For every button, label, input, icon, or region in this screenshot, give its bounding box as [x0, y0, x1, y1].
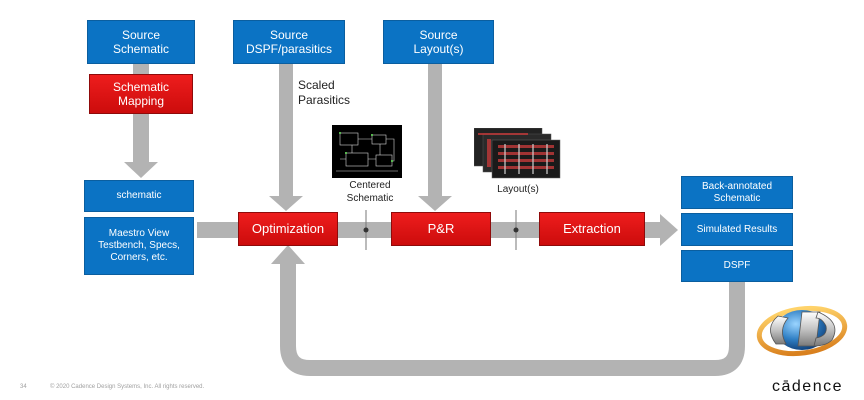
arrow-dspf-to-optimization — [269, 64, 303, 211]
layout-stack-drawing — [473, 127, 561, 179]
source-dspf-box: Source DSPF/parasitics — [233, 20, 345, 64]
schematic-mapping-box: Schematic Mapping — [89, 74, 193, 114]
cadence-wordmark: cādence — [772, 378, 843, 395]
arrow-maestro-to-optimization — [197, 222, 239, 238]
layouts-thumbnail — [473, 127, 564, 182]
simulated-results-box: Simulated Results — [681, 213, 793, 246]
maestro-view-box: Maestro View Testbench, Specs, Corners, … — [84, 217, 194, 275]
centered-schematic-label: Centered Schematic — [346, 180, 394, 204]
arrow-mapping-to-schematic — [124, 114, 158, 178]
feedback-arrowhead — [271, 245, 305, 264]
back-annotated-schematic-box: Back-annotated Schematic — [681, 176, 793, 209]
optimization-box: Optimization — [238, 212, 338, 246]
scaled-parasitics-label: Scaled Parasitics — [298, 78, 351, 107]
cd-logo-graphic — [756, 305, 848, 357]
schematic-box: schematic — [84, 180, 194, 212]
arrow-extraction-to-results — [645, 214, 678, 246]
arrow-layout-to-pr — [418, 64, 452, 211]
copyright-notice: © 2020 Cadence Design Systems, Inc. All … — [50, 384, 205, 390]
source-schematic-box: Source Schematic — [87, 20, 195, 64]
source-layout-box: Source Layout(s) — [383, 20, 494, 64]
centered-schematic-thumbnail — [332, 125, 402, 178]
feedback-loop-arrow — [280, 262, 745, 376]
dspf-box: DSPF — [681, 250, 793, 282]
page-number: 34 — [20, 384, 27, 390]
flow-bullet — [513, 227, 519, 233]
schematic-drawing — [336, 132, 398, 172]
flow-bullet — [363, 227, 369, 233]
layouts-label: Layout(s) — [497, 184, 539, 195]
cd-logo — [744, 298, 862, 360]
extraction-box: Extraction — [539, 212, 645, 246]
pr-box: P&R — [391, 212, 491, 246]
arrow-source-to-mapping — [133, 64, 149, 74]
